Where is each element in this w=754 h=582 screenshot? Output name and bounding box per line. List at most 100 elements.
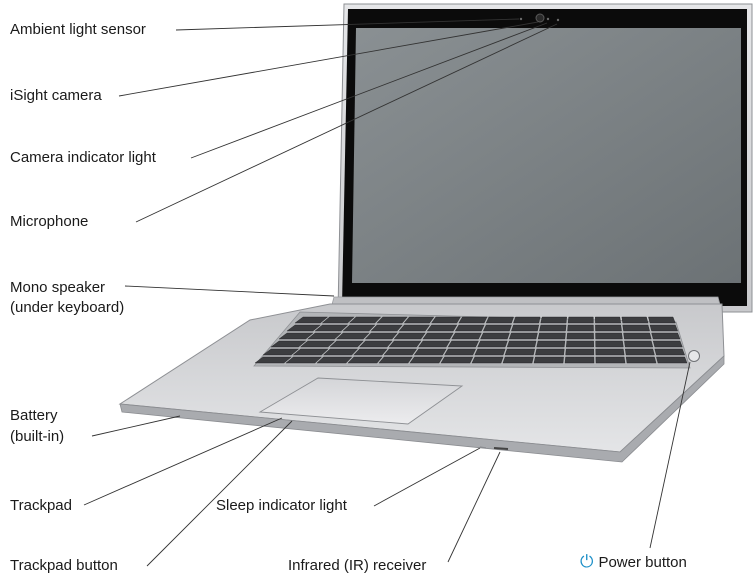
keyboard-key xyxy=(451,332,482,340)
keyboard-key xyxy=(370,324,403,332)
keyboard-key xyxy=(625,356,657,364)
keyboard-key xyxy=(383,348,418,356)
keyboard-key xyxy=(539,324,567,332)
keyboard-key xyxy=(537,332,566,340)
keyboard-key xyxy=(483,324,512,332)
label-camera-indicator-light: Camera indicator light xyxy=(10,149,156,166)
keyboard-key xyxy=(307,332,342,340)
keyboard-key xyxy=(262,348,300,356)
keyboard-key xyxy=(509,332,538,340)
keyboard-key xyxy=(477,340,508,348)
keyboard-key xyxy=(595,356,626,364)
keyboard-key xyxy=(336,332,370,340)
label-isight-camera: iSight camera xyxy=(10,87,102,104)
keyboard-key xyxy=(567,324,594,332)
keyboard-key xyxy=(440,356,474,364)
keyboard-key xyxy=(595,324,622,332)
keyboard-key xyxy=(651,332,681,340)
lid xyxy=(337,3,753,313)
keyboard-key xyxy=(329,340,364,348)
camera-light-dot xyxy=(546,17,550,21)
screen xyxy=(352,28,741,283)
label-battery: Battery xyxy=(10,407,58,424)
ir-receiver-shape xyxy=(493,447,509,450)
keyboard-key xyxy=(359,340,393,348)
keyboard-key xyxy=(364,332,398,340)
keyboard-key xyxy=(376,316,408,324)
keyboard-key xyxy=(418,340,451,348)
keyboard-key xyxy=(474,348,506,356)
label-sleep-indicator-light: Sleep indicator light xyxy=(216,497,347,514)
keyboard-key xyxy=(533,356,564,364)
keyboard-key xyxy=(426,324,458,332)
ambient-sensor-dot xyxy=(519,17,523,21)
keyboard-key xyxy=(393,332,426,340)
keyboard-key xyxy=(349,316,382,324)
keyboard-key xyxy=(648,316,676,324)
keyboard-key xyxy=(624,340,654,348)
keyboard-key xyxy=(342,324,376,332)
label-battery-note: (built-in) xyxy=(10,428,65,445)
keyboard-key xyxy=(299,340,336,348)
keyboard-key xyxy=(485,316,514,324)
keyboard-key xyxy=(595,348,625,356)
sleep-light-shape xyxy=(479,446,487,449)
keyboard-key xyxy=(323,348,359,356)
keyboard-key xyxy=(595,340,624,348)
label-power-button-text: Power button xyxy=(598,554,687,571)
keyboard-key xyxy=(454,324,485,332)
keyboard-key xyxy=(286,324,321,332)
keyboard-key xyxy=(254,356,292,364)
keyboard-key xyxy=(595,332,623,340)
keyboard-key xyxy=(652,340,683,348)
keyboard-key xyxy=(444,348,476,356)
keyboard-key xyxy=(625,348,655,356)
label-mono-speaker-note: (under keyboard) xyxy=(10,299,125,316)
keyboard-key xyxy=(314,324,349,332)
keyboard-key xyxy=(656,356,688,364)
keyboard-key xyxy=(535,348,565,356)
keyboard-key xyxy=(623,332,652,340)
keyboard-key xyxy=(409,356,443,364)
leader-lines xyxy=(83,18,691,567)
keyboard-key xyxy=(511,324,540,332)
keyboard-key xyxy=(278,332,314,340)
keyboard-key xyxy=(536,340,566,348)
label-power-button: ⏻Power button xyxy=(580,552,687,572)
keyboard-key xyxy=(506,340,537,348)
keyboard-key xyxy=(595,316,621,324)
label-trackpad: Trackpad xyxy=(10,497,72,514)
keyboard-key xyxy=(422,332,454,340)
microphone-dot xyxy=(556,18,560,22)
keyboard-key xyxy=(316,356,353,364)
label-mono-speaker: Mono speaker xyxy=(10,279,106,296)
keyboard-key xyxy=(564,356,595,364)
keyboard-key xyxy=(270,340,307,348)
keyboard-key xyxy=(378,356,413,364)
power-button-shape xyxy=(688,350,700,362)
keyboard-key xyxy=(567,316,594,324)
keyboard-key xyxy=(321,316,355,324)
keyboard-key xyxy=(622,324,650,332)
keyboard-key xyxy=(353,348,388,356)
label-trackpad-button: Trackpad button xyxy=(10,557,118,574)
keyboard-key xyxy=(431,316,461,324)
keyboard-key xyxy=(458,316,488,324)
keyboard-key xyxy=(565,348,595,356)
keyboard-key xyxy=(471,356,504,364)
keyboard-key xyxy=(504,348,535,356)
label-microphone: Microphone xyxy=(10,213,89,230)
keyboard-key xyxy=(621,316,649,324)
keyboard-key xyxy=(502,356,534,364)
isight-camera-lens xyxy=(535,13,545,23)
keyboard-key xyxy=(398,324,430,332)
keyboard-key xyxy=(540,316,567,324)
keyboard-key xyxy=(294,316,329,324)
keyboard-key xyxy=(292,348,329,356)
keyboard-key xyxy=(347,356,383,364)
keyboard-key xyxy=(388,340,422,348)
keyboard-key xyxy=(654,348,685,356)
keyboard-key xyxy=(566,340,594,348)
keyboard-key xyxy=(285,356,323,364)
